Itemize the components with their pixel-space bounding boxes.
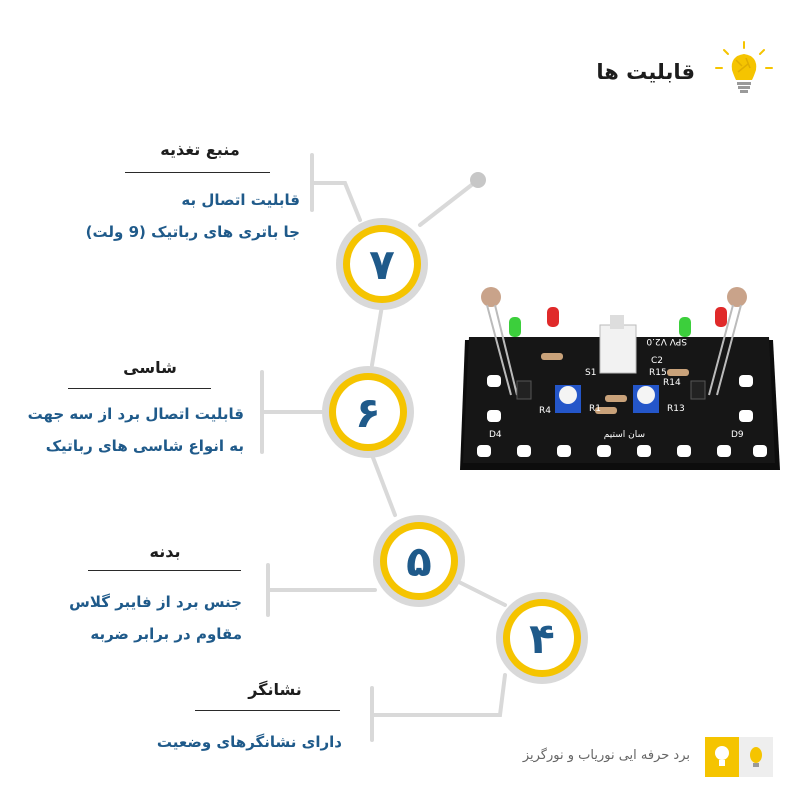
feature-heading-body: بدنه bbox=[149, 542, 181, 561]
pcb-label: S1 bbox=[585, 368, 596, 378]
feature-description-line: دارای نشانگرهای وضعیت bbox=[156, 733, 342, 751]
header-lightbulb-icon bbox=[712, 38, 776, 102]
pcb-label: سان استیم bbox=[604, 430, 645, 440]
pcb-label: D4 bbox=[489, 430, 502, 440]
feature-description-line: جا باتری های رباتیک (9 ولت) bbox=[85, 223, 300, 241]
footer-bulb-thumbnail-icon bbox=[739, 737, 773, 777]
pcb-label: R1 bbox=[589, 404, 601, 414]
pcb-label: C2 bbox=[651, 356, 663, 366]
feature-description-line: مقاوم در برابر ضربه bbox=[90, 625, 242, 643]
feature-badge-4: ۴ bbox=[494, 590, 590, 686]
feature-description-line: به انواع شاسی های رباتیک bbox=[45, 437, 244, 455]
footer-lightbulb-icon bbox=[705, 737, 739, 777]
feature-number: ۷ bbox=[369, 239, 395, 289]
feature-divider bbox=[68, 388, 211, 389]
feature-badge-7: ۷ bbox=[334, 216, 430, 312]
feature-number: ۴ bbox=[529, 613, 555, 663]
pcb-label: SPV V2.0 bbox=[646, 336, 687, 346]
feature-divider bbox=[195, 710, 340, 711]
feature-description-line: جنس برد از فایبر گلاس bbox=[69, 593, 242, 611]
feature-description: قابلیت اتصال به جا باتری های رباتیک (9 و… bbox=[86, 184, 300, 248]
feature-heading-indicator: نشانگر bbox=[248, 680, 302, 699]
feature-description-line: قابلیت اتصال به bbox=[181, 191, 300, 209]
pcb-board-image: SPV V2.0 سان استیم R4 R1 R13 R14 D4 D9 S… bbox=[455, 285, 785, 480]
page-title: قابلیت ها bbox=[596, 60, 695, 84]
pcb-label: R13 bbox=[667, 404, 685, 414]
feature-description: دارای نشانگرهای وضعیت bbox=[157, 726, 342, 758]
feature-divider bbox=[88, 570, 241, 571]
pcb-label: D9 bbox=[731, 430, 744, 440]
pcb-label: R14 bbox=[663, 378, 681, 388]
feature-badge-6: ۶ bbox=[320, 364, 416, 460]
feature-heading-chassis: شاسی bbox=[123, 358, 177, 377]
feature-divider bbox=[125, 172, 270, 173]
pcb-label: R4 bbox=[539, 406, 551, 416]
feature-heading-power-supply: منبع تغذیه bbox=[160, 140, 240, 159]
feature-description: قابلیت اتصال برد از سه جهت به انواع شاسی… bbox=[28, 398, 244, 462]
feature-number: ۶ bbox=[355, 387, 381, 437]
feature-number: ۵ bbox=[406, 536, 432, 586]
pcb-label: R15 bbox=[649, 368, 667, 378]
feature-description: جنس برد از فایبر گلاس مقاوم در برابر ضرب… bbox=[69, 586, 242, 650]
feature-description-line: قابلیت اتصال برد از سه جهت bbox=[27, 405, 244, 423]
feature-badge-5: ۵ bbox=[371, 513, 467, 609]
footer-caption: برد حرفه ایی نوریاب و نورگریز bbox=[522, 748, 690, 763]
